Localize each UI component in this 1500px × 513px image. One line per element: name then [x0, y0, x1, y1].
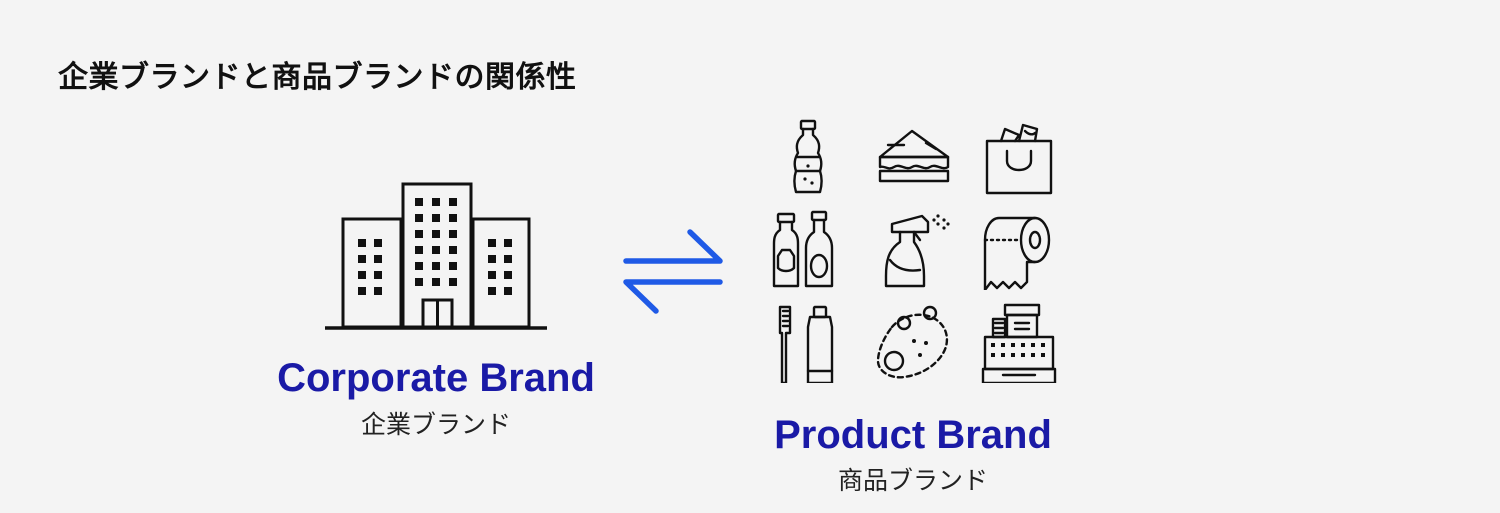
cash-register-icon	[979, 303, 1059, 383]
condiment-bottles-icon	[768, 210, 848, 290]
spray-bottle-icon	[874, 210, 954, 290]
shopping-bag-icon	[979, 117, 1059, 197]
toothbrush-toothpaste-icon	[768, 303, 848, 383]
office-building-icon	[323, 182, 549, 332]
bidirectional-arrows-icon	[620, 226, 726, 318]
corporate-brand-label: Corporate Brand	[277, 356, 595, 400]
soda-bottle-icon	[768, 117, 848, 197]
diagram-title: 企業ブランドと商品ブランドの関係性	[58, 60, 577, 95]
corporate-brand-label-ja: 企業ブランド	[360, 410, 511, 439]
cleaning-sponge-icon	[874, 303, 954, 383]
product-brand-label: Product Brand	[774, 413, 1052, 457]
product-brand-label-ja: 商品ブランド	[837, 466, 988, 495]
toilet-paper-icon	[979, 210, 1059, 290]
sandwich-icon	[874, 117, 954, 197]
